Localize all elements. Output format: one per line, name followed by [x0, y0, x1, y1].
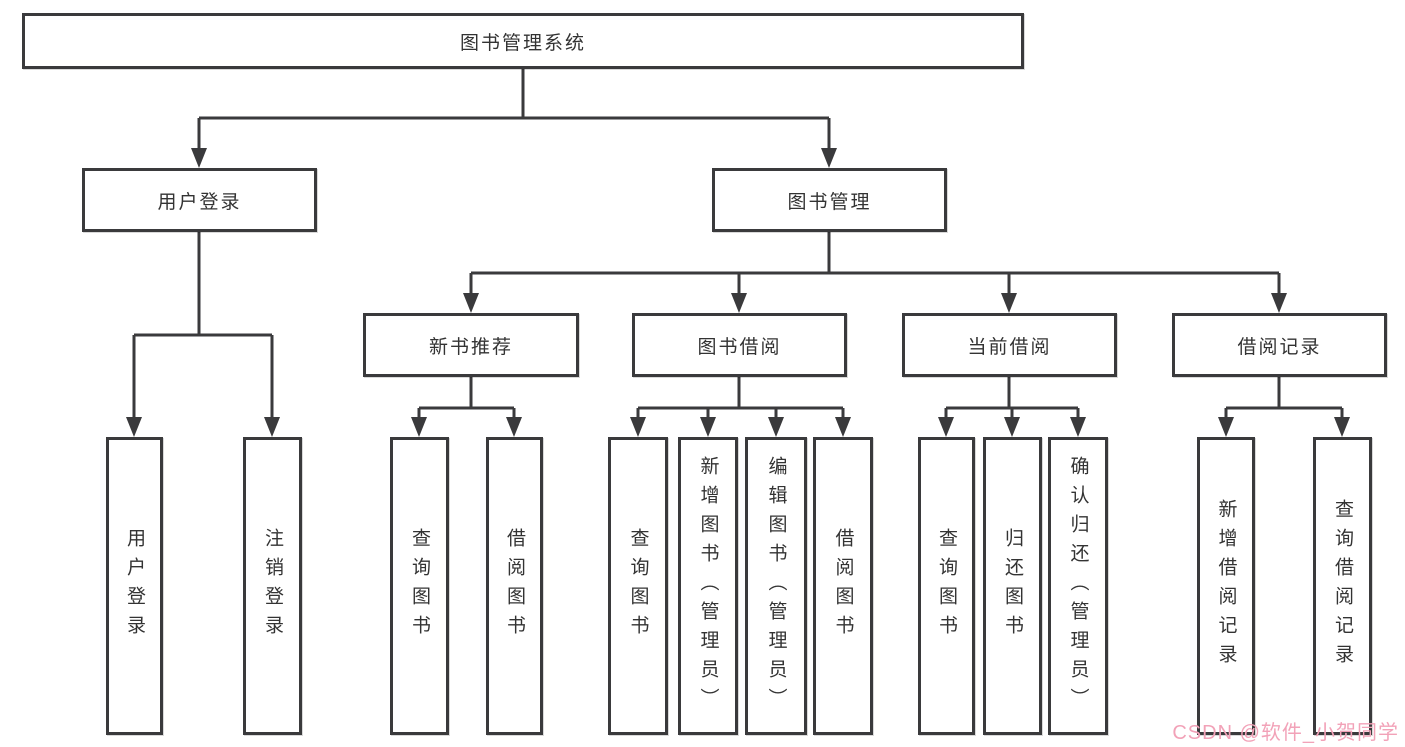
arrow-down-icon	[191, 148, 207, 168]
leaf-recommend-borrow-books: 借阅图书	[486, 437, 543, 735]
arrow-down-icon	[835, 417, 851, 437]
arrow-down-icon	[463, 293, 479, 313]
arrow-down-icon	[821, 148, 837, 168]
leaf-logout: 注销登录	[243, 437, 302, 735]
node-root-system: 图书管理系统	[22, 13, 1024, 69]
arrow-down-icon	[1271, 293, 1287, 313]
node-book-management: 图书管理	[712, 168, 947, 232]
arrow-down-icon	[700, 417, 716, 437]
node-borrowing-records: 借阅记录	[1172, 313, 1387, 377]
arrow-down-icon	[264, 417, 280, 437]
arrow-down-icon	[1218, 417, 1234, 437]
arrow-down-icon	[731, 293, 747, 313]
node-new-book-recommend: 新书推荐	[363, 313, 579, 377]
arrow-down-icon	[411, 417, 427, 437]
arrow-down-icon	[768, 417, 784, 437]
leaf-borrowing-edit-books-admin: 编辑图书（管理员）	[745, 437, 807, 735]
leaf-records-query-record: 查询借阅记录	[1313, 437, 1372, 735]
leaf-user-login: 用户登录	[106, 437, 163, 735]
leaf-current-query-books: 查询图书	[918, 437, 975, 735]
connector-paths	[132, 69, 1344, 419]
watermark: CSDN @软件_小贺同学	[1172, 722, 1399, 744]
arrow-down-icon	[126, 417, 142, 437]
node-user-login: 用户登录	[82, 168, 317, 232]
arrow-down-icon	[1001, 293, 1017, 313]
arrow-down-icon	[1334, 417, 1350, 437]
arrow-down-icon	[630, 417, 646, 437]
arrow-down-icon	[1004, 417, 1020, 437]
leaf-borrowing-borrow-books: 借阅图书	[813, 437, 873, 735]
arrowheads	[126, 148, 1350, 437]
arrow-down-icon	[1070, 417, 1086, 437]
leaf-borrowing-query-books: 查询图书	[608, 437, 668, 735]
arrow-down-icon	[938, 417, 954, 437]
leaf-borrowing-add-books-admin: 新增图书（管理员）	[678, 437, 738, 735]
leaf-current-return-books: 归还图书	[983, 437, 1042, 735]
leaf-current-confirm-return-admin: 确认归还（管理员）	[1048, 437, 1108, 735]
node-current-borrowing: 当前借阅	[902, 313, 1117, 377]
node-book-borrowing: 图书借阅	[632, 313, 847, 377]
leaf-recommend-query-books: 查询图书	[390, 437, 449, 735]
leaf-records-add-record: 新增借阅记录	[1197, 437, 1255, 735]
arrow-down-icon	[506, 417, 522, 437]
